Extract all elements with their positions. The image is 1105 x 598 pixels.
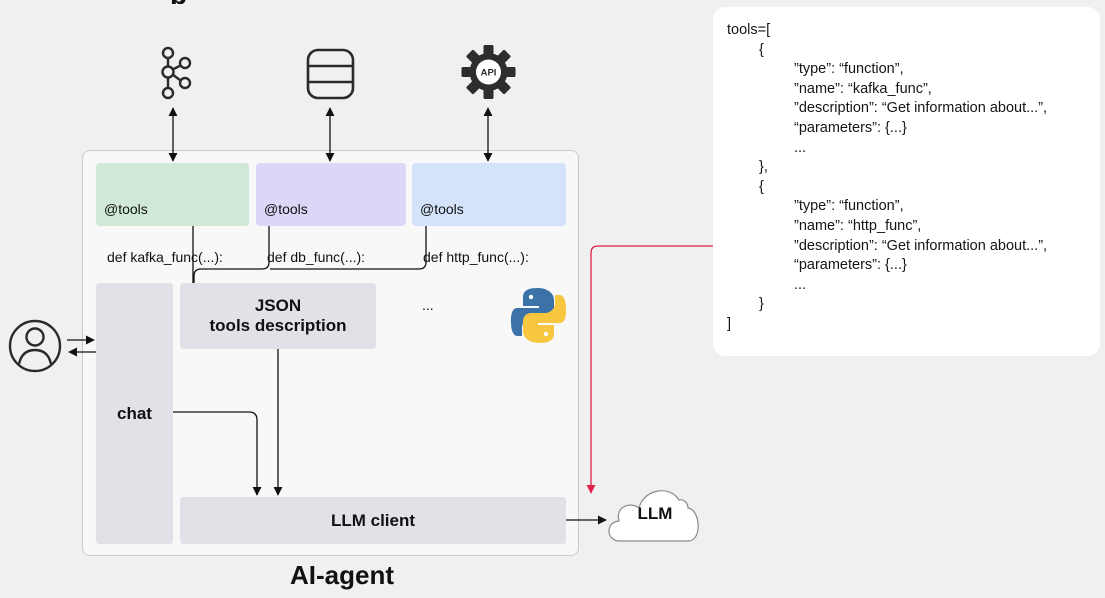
code-lines: tools=[ { ”type”: “function”, ”name”: “kafk… [727, 21, 1100, 335]
api-gear-icon: API [461, 45, 516, 99]
user-icon [8, 319, 62, 373]
tool-decorator: @tools [264, 201, 308, 217]
code-line: ”description”: “Get information about...… [794, 237, 1048, 254]
tool-decorator: @tools [104, 201, 148, 217]
code-line: “parameters”: {...} [794, 257, 907, 274]
cut-off-title: p [170, 0, 230, 4]
tool-signature: def kafka_func(...): [107, 249, 223, 265]
code-line: ... [794, 276, 807, 293]
llm-label: LLM [637, 504, 673, 523]
code-line: ”type”: “function”, [794, 61, 904, 78]
tool-body: ... [422, 297, 434, 313]
code-line: ”description”: “Get information about...… [794, 100, 1048, 117]
tool-box-http: @tools def http_func(...): ... [412, 163, 566, 313]
code-line: } [759, 296, 764, 313]
code-line: { [759, 178, 764, 195]
json-box-subtitle: tools description [209, 316, 347, 335]
code-line: { [759, 41, 764, 58]
tool-box-db: @tools def db_func(...): ... [256, 163, 406, 313]
llm-client-label: LLM client [330, 510, 416, 530]
llm-client-box: LLM client [180, 497, 566, 544]
ai-agent-label: AI-agent [290, 560, 394, 590]
code-line: ... [794, 139, 807, 156]
code-line: ] [727, 315, 732, 332]
code-line: }, [759, 159, 768, 176]
code-line: “parameters”: {...} [794, 119, 907, 136]
api-icon-label: API [481, 68, 497, 79]
tools-json-to-client-arrow [586, 245, 713, 494]
tool-box-kafka: @tools def kafka_func(...): ... [96, 163, 249, 313]
kafka-icon [161, 46, 192, 100]
code-line: ”type”: “function”, [794, 198, 904, 215]
json-tools-description-box: JSON tools description [180, 283, 376, 349]
chat-box: chat [96, 283, 173, 544]
database-icon [306, 48, 355, 100]
tool-signature: def http_func(...): [423, 249, 529, 265]
tool-decorator: @tools [420, 201, 464, 217]
chat-label: chat [117, 403, 152, 423]
code-line: tools=[ [727, 22, 771, 38]
tools-code-card: tools=[ { ”type”: “function”, ”name”: “kafk… [713, 7, 1100, 356]
code-line: ”name”: “kafka_func”, [794, 80, 932, 97]
json-box-title: JSON [254, 296, 302, 315]
code-line: ”name”: “http_func”, [794, 217, 922, 234]
tool-signature: def db_func(...): [267, 249, 366, 265]
